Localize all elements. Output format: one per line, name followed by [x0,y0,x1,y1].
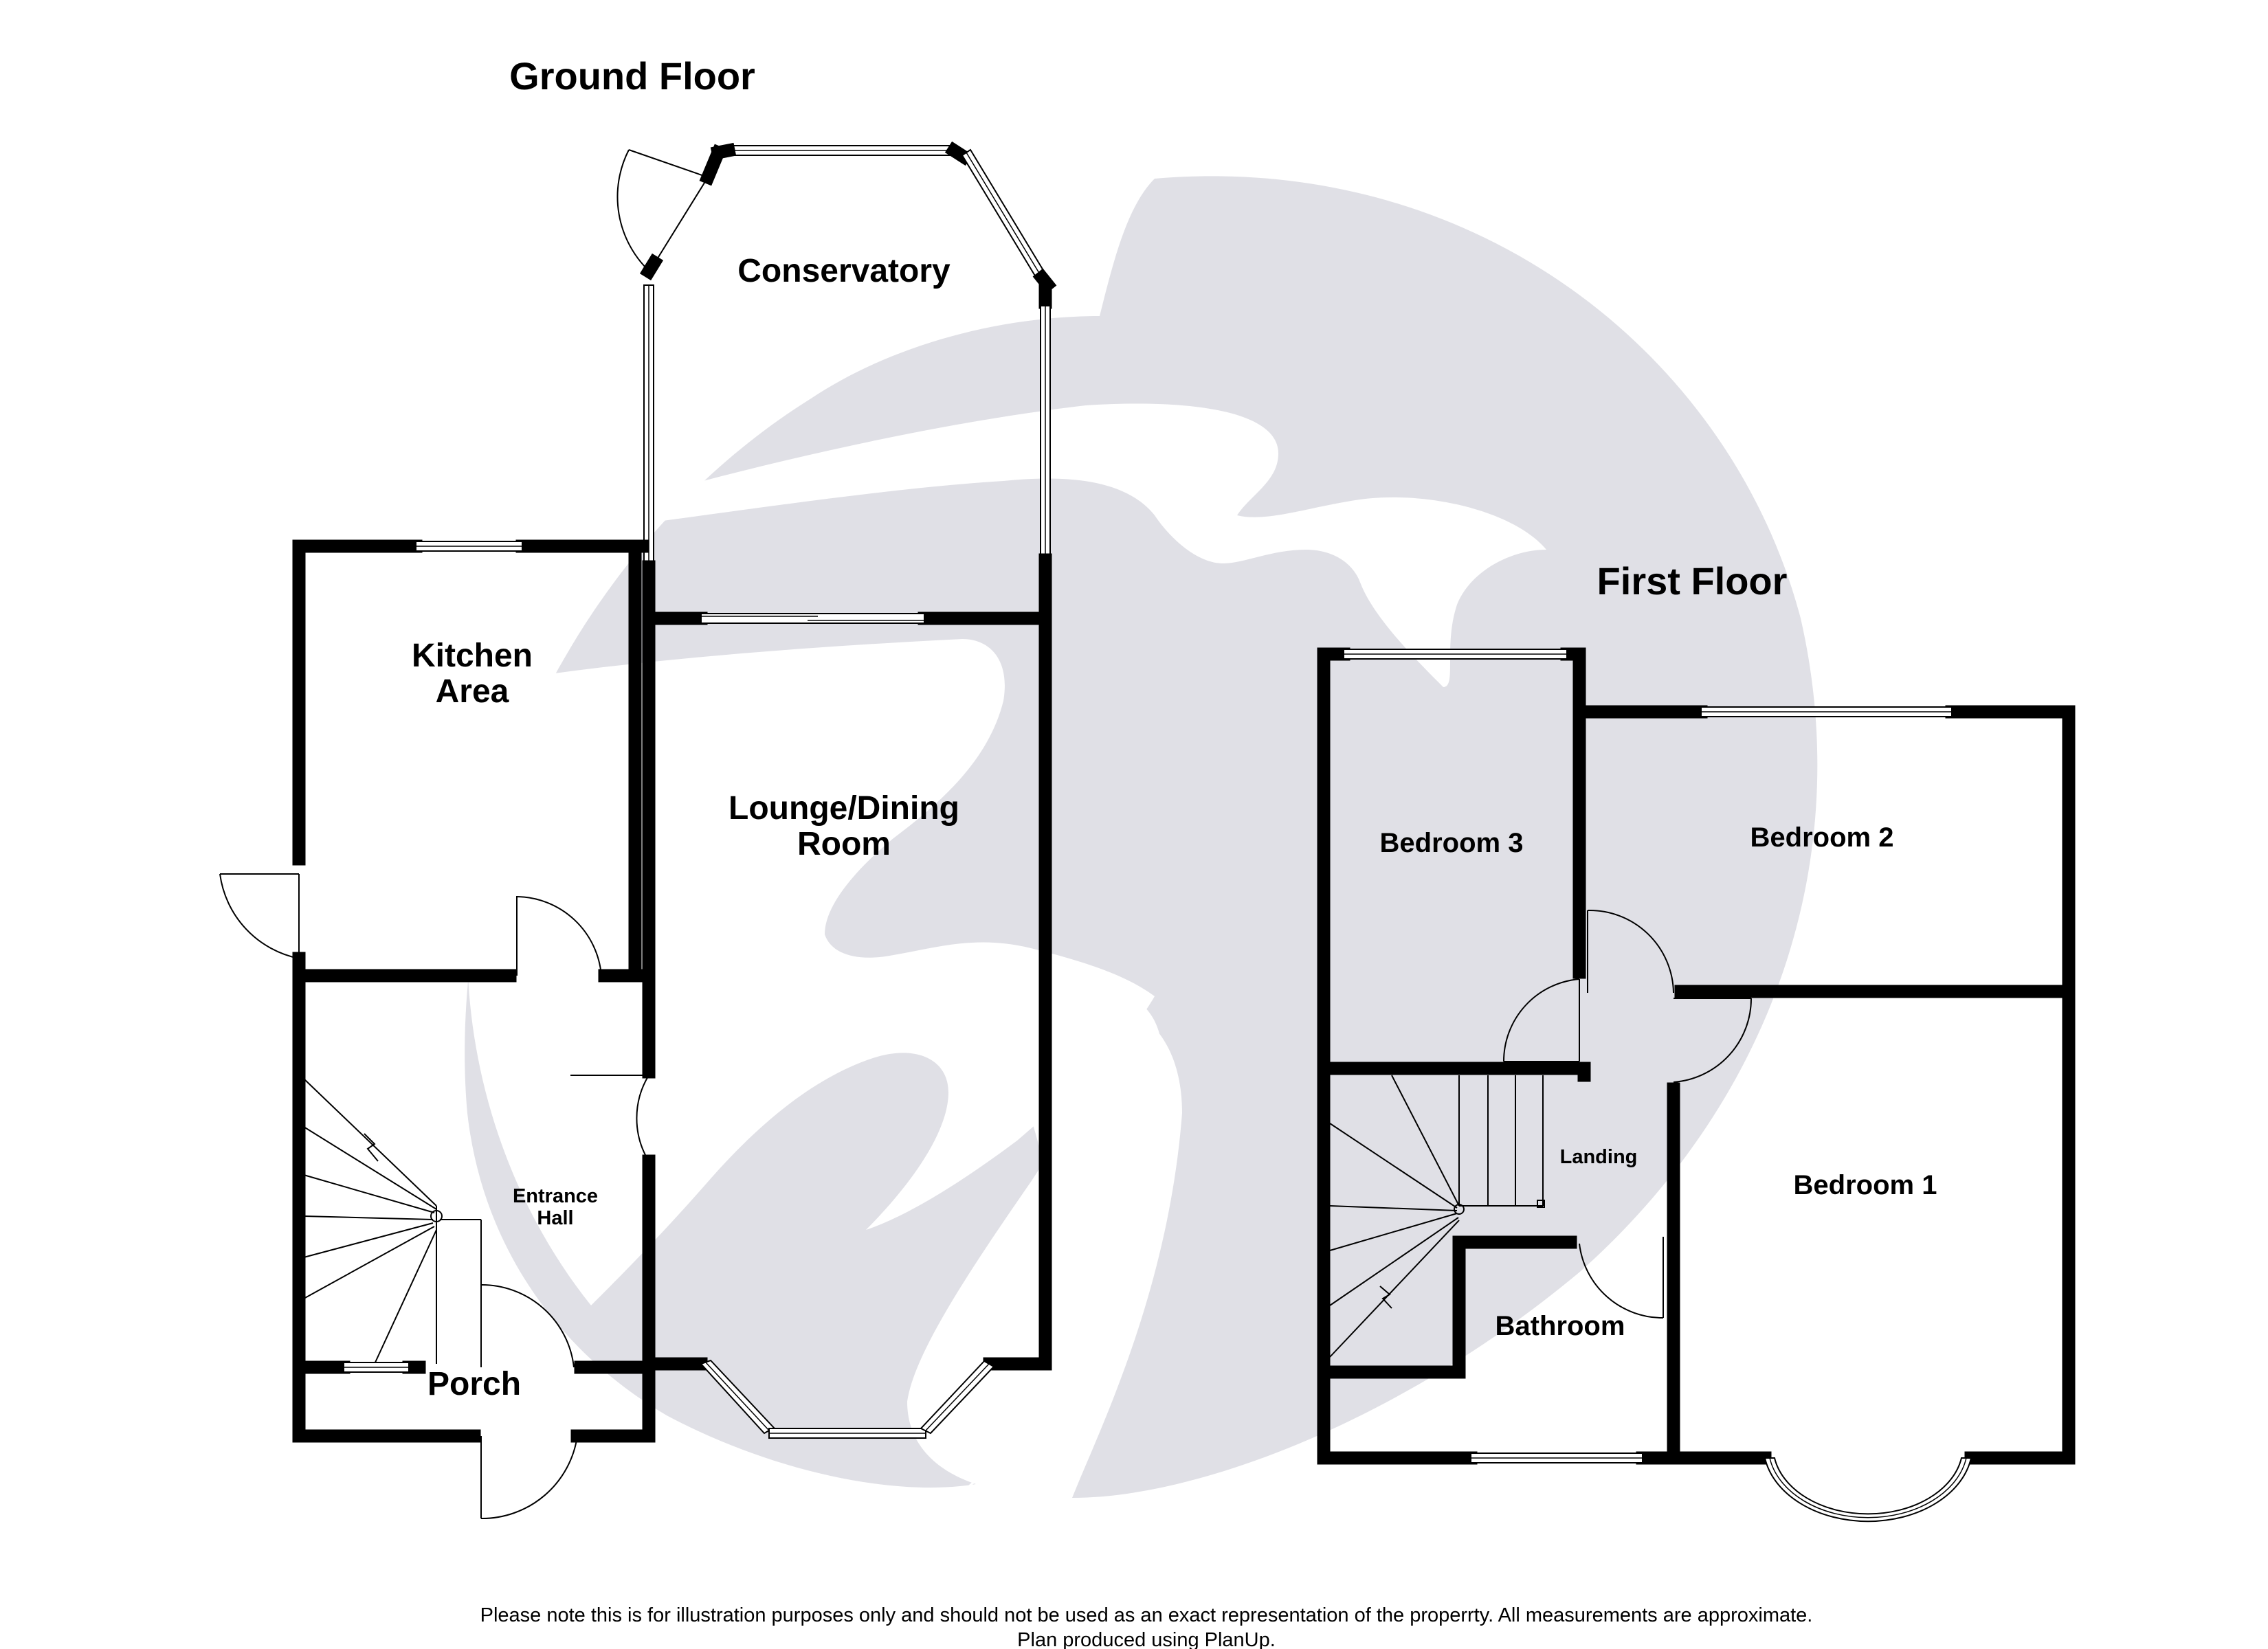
front-door[interactable] [480,1435,578,1520]
bedroom3-door[interactable] [1502,978,1580,1062]
entrance-hall-label-line1: Entrance [513,1185,598,1207]
ground-floor-title: Ground Floor [509,54,755,98]
landing-walls [1577,1062,1680,1465]
bathroom-label: Bathroom [1496,1311,1625,1341]
kitchen-label-line1: Kitchen [412,638,533,674]
ground-floor-plan: Conservatory Kitchen Area Lounge/Dining … [219,141,1057,1520]
credit-text: Plan produced using PlanUp. [1017,1629,1276,1649]
lounge-label-line1: Lounge/Dining [729,790,959,827]
kitchen-walls [292,539,649,983]
bathroom-window [1470,1452,1643,1463]
bedroom3-label: Bedroom 3 [1380,828,1524,858]
bedroom2-window [1700,706,1953,717]
bathroom-door[interactable] [1579,1243,1664,1319]
kitchen-side-door[interactable] [219,873,300,959]
watermark-disc [465,176,1818,1499]
disclaimer-text: Please note this is for illustration pur… [480,1604,1813,1626]
kitchen-label-line2: Area [436,673,509,710]
landing-label: Landing [1560,1146,1638,1168]
conservatory-label: Conservatory [737,253,950,289]
watermark-logo [465,176,1818,1499]
kitchen-window [415,541,523,552]
bedroom1-bay-window [1764,1457,1972,1523]
entrance-hall-walls [292,969,656,1443]
kitchen-door[interactable] [516,895,602,976]
conservatory-door[interactable] [616,149,650,272]
bedroom1-label: Bedroom 1 [1794,1170,1937,1200]
watermark-swoosh [536,403,1546,687]
porch-window [343,1362,410,1373]
porch-label: Porch [427,1366,521,1402]
bedroom2-door[interactable] [1587,909,1674,994]
first-floor-title: First Floor [1597,559,1788,603]
first-floor-stairs [1329,1075,1545,1358]
bedroom2-walls [1572,705,2076,1465]
lounge-label-line2: Room [797,826,891,862]
first-floor-plan: Bedroom 3 Bedroom 2 Bedroom 1 Landing Ba… [1317,647,2076,1523]
entrance-hall-label-line2: Hall [537,1207,573,1229]
patio-doors[interactable] [700,613,925,624]
bedroom1-door[interactable] [1673,998,1753,1083]
lounge-door[interactable] [636,1075,649,1162]
ground-stairs [303,1078,482,1365]
bedroom2-label: Bedroom 2 [1750,822,1894,853]
bedroom3-window [1343,649,1568,660]
watermark-leg [962,984,1161,1491]
bathroom-walls [1317,1235,1772,1465]
lounge-bay-window [700,1359,995,1439]
porch-inner-door[interactable] [480,1283,575,1368]
